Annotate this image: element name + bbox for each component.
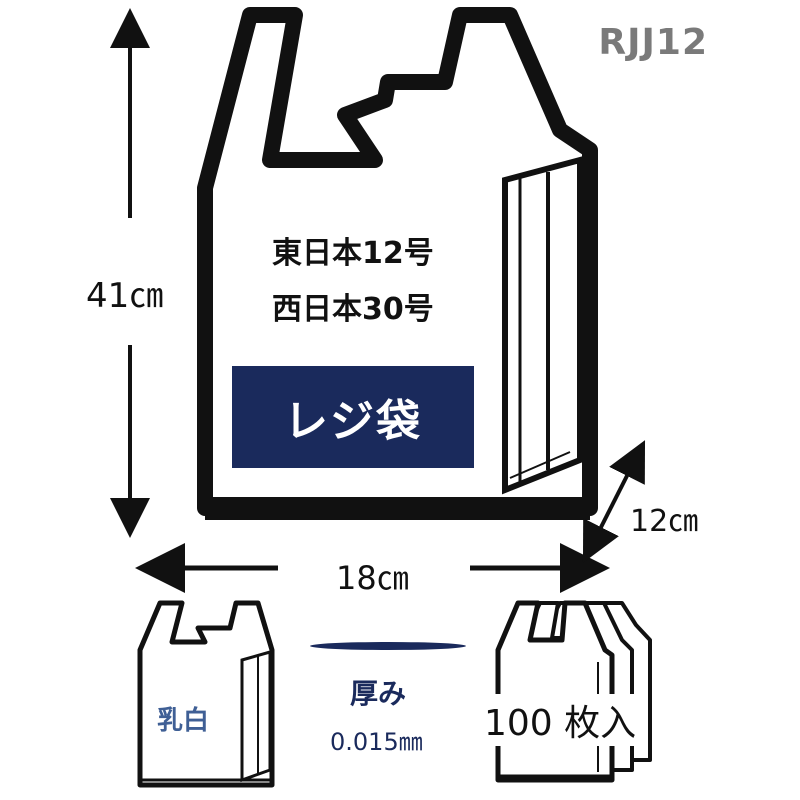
small-bag-icon [137,600,275,788]
thickness-value: 0.015㎜ [330,728,423,756]
product-code: RJJ12 [598,22,708,63]
bag-stack-icon [495,600,652,783]
height-label: 41㎝ [86,276,164,316]
product-banner: レジ袋 [232,366,474,468]
width-label: 18㎝ [336,559,409,597]
color-label: 乳白 [157,706,210,736]
depth-arrow [582,440,646,563]
size-west: 西日本30号 [272,292,434,327]
count-label: 100 枚入 [482,694,639,746]
banner-text: レジ袋 [284,396,422,447]
size-east: 東日本12号 [272,236,434,271]
thickness-mark [310,642,466,650]
thickness-title: 厚み [350,677,407,710]
depth-label: 12㎝ [630,504,699,539]
